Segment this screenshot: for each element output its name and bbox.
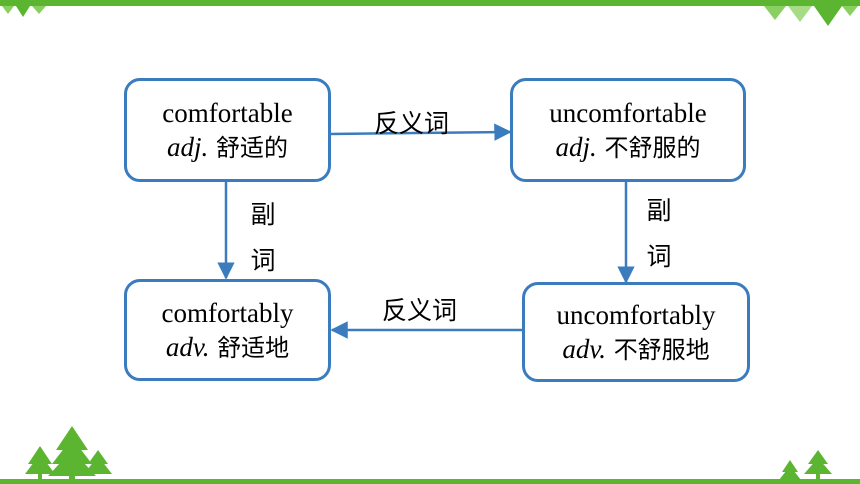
adverb-label-char: 词 (250, 246, 276, 275)
definition-comfortably: adv. 舒适地 (166, 330, 289, 365)
word-comfortably: comfortably (161, 297, 294, 328)
word-uncomfortable: uncomfortable (549, 97, 707, 128)
part-of-speech: adv. (562, 333, 607, 364)
tree-decoration-left-icon (25, 426, 112, 480)
adverb-label-char: 副 (250, 200, 276, 229)
adverb-label-char: 词 (646, 242, 672, 271)
node-comfortable: comfortable adj. 舒适的 (124, 78, 331, 182)
triangle-decoration-left-icon (2, 6, 46, 17)
meaning: 不舒服的 (604, 133, 701, 162)
word-uncomfortably: uncomfortably (556, 299, 716, 330)
tree-decoration-right-icon (779, 450, 832, 480)
antonym-label-top: 反义词 (374, 109, 450, 138)
node-uncomfortable: uncomfortable adj. 不舒服的 (510, 78, 746, 182)
adverb-label-char: 副 (646, 196, 672, 225)
node-uncomfortably: uncomfortably adv. 不舒服地 (522, 282, 750, 382)
part-of-speech: adj. (167, 131, 209, 162)
antonym-label-bottom: 反义词 (382, 296, 458, 325)
top-green-bar (0, 0, 860, 6)
triangle-decoration-right-icon (764, 6, 858, 26)
meaning: 舒适的 (215, 133, 288, 162)
adverb-label-right: 副 词 (644, 188, 674, 280)
adverb-label-left: 副 词 (248, 192, 278, 284)
definition-uncomfortably: adv. 不舒服地 (562, 332, 709, 367)
definition-uncomfortable: adj. 不舒服的 (556, 130, 701, 165)
definition-comfortable: adj. 舒适的 (167, 130, 288, 165)
antonym-arrow-top (329, 123, 512, 141)
bottom-green-bar (0, 479, 860, 484)
word-comfortable: comfortable (162, 97, 293, 128)
node-comfortably: comfortably adv. 舒适地 (124, 279, 331, 381)
part-of-speech: adj. (555, 131, 597, 162)
part-of-speech: adv. (165, 331, 210, 362)
meaning: 舒适地 (217, 333, 290, 362)
meaning: 不舒服地 (613, 335, 710, 364)
